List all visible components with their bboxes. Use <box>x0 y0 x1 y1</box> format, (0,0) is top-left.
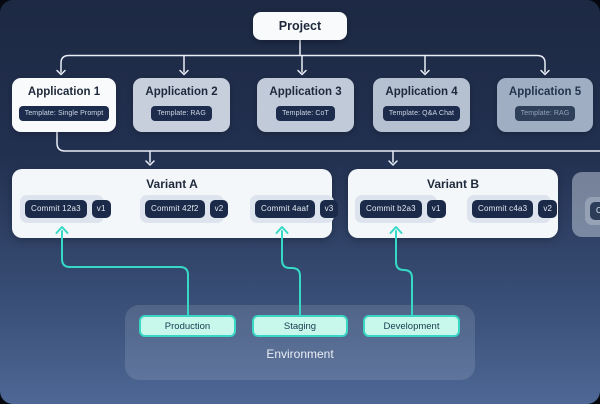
commit-group: Commit 42f2 v2 <box>140 195 229 223</box>
version-badge: v2 <box>538 200 558 218</box>
application-5-node: Application 5 Template: RAG <box>497 78 593 132</box>
environment-development-button: Development <box>363 315 460 337</box>
template-badge: Template: Q&A Chat <box>382 105 461 121</box>
staging-connector-line <box>281 230 301 316</box>
application-title: Application 1 <box>27 86 101 98</box>
commit-badge: Commit 4aaf <box>255 200 315 218</box>
project-branch-line <box>60 54 546 73</box>
version-badge: v1 <box>426 200 446 218</box>
variant-title: Variant A <box>146 177 198 191</box>
environment-staging-button: Staging <box>252 315 348 337</box>
arrow-head-icon <box>179 69 189 76</box>
development-connector-line <box>395 230 413 316</box>
application-title: Application 5 <box>508 86 582 98</box>
variant-a-node: Variant A Commit 12a3 v1 Commit 42f2 v2 … <box>12 169 339 238</box>
project-label: Project <box>278 19 322 33</box>
arrow-head-icon <box>145 160 155 166</box>
environment-button-label: Development <box>383 320 440 332</box>
arrow-head-icon <box>540 69 550 76</box>
variant-title: Variant B <box>426 177 480 191</box>
application-1-node: Application 1 Template: Single Prompt <box>12 78 116 132</box>
variant-c-partial-node: Com <box>572 172 600 237</box>
commit-badge: Commit 42f2 <box>145 200 205 218</box>
commit-badge: Commit b2a3 <box>360 200 422 218</box>
environment-production-button: Production <box>139 315 236 337</box>
commit-group: Com <box>585 197 600 225</box>
application-3-node: Application 3 Template: CoT <box>257 78 354 132</box>
commit-group: Commit 4aaf v3 <box>250 195 339 223</box>
application-2-node: Application 2 Template: RAG <box>133 78 230 132</box>
arrow-head-icon <box>56 69 66 76</box>
template-badge: Template: RAG <box>151 105 212 121</box>
application-4-node: Application 4 Template: Q&A Chat <box>373 78 470 132</box>
version-badge: v2 <box>209 200 229 218</box>
arrow-head-icon <box>388 160 398 166</box>
application-title: Application 3 <box>269 86 342 98</box>
environment-button-label: Production <box>164 320 211 332</box>
arrow-head-icon <box>420 69 430 76</box>
commit-badge: Commit 12a3 <box>25 200 87 218</box>
template-badge: Template: Single Prompt <box>18 105 110 121</box>
template-badge: Template: RAG <box>514 105 576 121</box>
production-connector-line <box>61 230 189 316</box>
arrow-head-icon <box>297 69 307 76</box>
application-title: Application 4 <box>385 86 458 98</box>
template-badge: Template: CoT <box>276 105 335 121</box>
commit-group: Commit c4a3 v2 <box>467 195 558 223</box>
version-badge: v3 <box>319 200 339 218</box>
commit-badge: Commit c4a3 <box>472 200 534 218</box>
commit-group: Commit b2a3 v1 <box>355 195 446 223</box>
commit-group: Commit 12a3 v1 <box>20 195 111 223</box>
application-title: Application 2 <box>145 86 218 98</box>
commit-badge: Com <box>590 202 600 220</box>
environment-label: Environment <box>266 347 334 361</box>
variant-b-node: Variant B Commit b2a3 v1 Commit c4a3 v2 <box>348 169 558 238</box>
app1-branch-line <box>56 131 600 152</box>
project-node: Project <box>253 12 347 40</box>
version-badge: v1 <box>91 200 111 218</box>
environment-button-label: Staging <box>283 320 317 332</box>
